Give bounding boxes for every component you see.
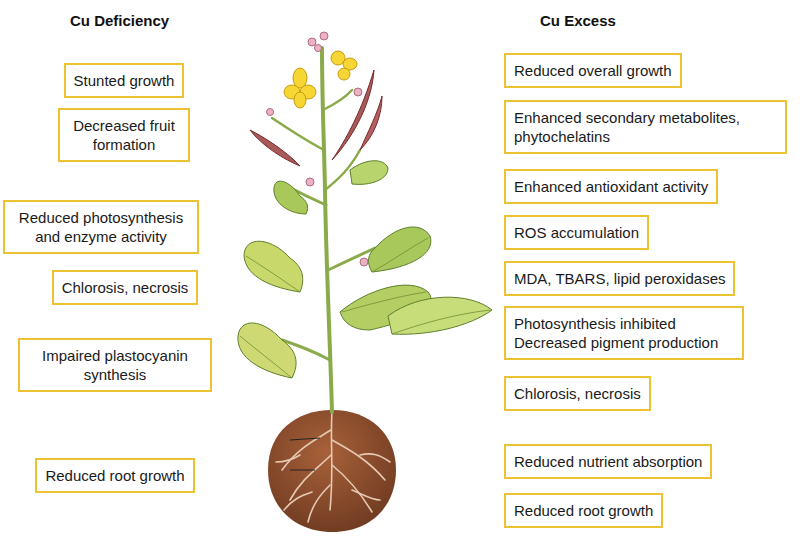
effect-text: MDA, TBARS, lipid peroxidases bbox=[514, 269, 725, 288]
flowers bbox=[284, 51, 357, 108]
effect-text: Reduced root growth bbox=[45, 466, 184, 485]
effect-text: Photosynthesis inhibited Decreased pigme… bbox=[514, 314, 734, 352]
effect-text: Enhanced secondary metabolites, phytoche… bbox=[514, 108, 777, 146]
effect-text: Decreased fruit formation bbox=[68, 116, 180, 154]
effect-text: Enhanced antioxidant activity bbox=[514, 177, 708, 196]
effect-text: Chlorosis, necrosis bbox=[62, 278, 189, 297]
effect-box: Chlorosis, necrosis bbox=[52, 270, 199, 305]
effect-text: Stunted growth bbox=[74, 71, 175, 90]
leaves bbox=[238, 161, 492, 378]
effect-text: Reduced overall growth bbox=[514, 61, 672, 80]
effect-box: Chlorosis, necrosis bbox=[504, 376, 651, 411]
effect-text: Reduced photosynthesis and enzyme activi… bbox=[13, 208, 189, 246]
effect-box: Enhanced antioxidant activity bbox=[504, 169, 718, 204]
effect-box: Reduced nutrient absorption bbox=[504, 444, 712, 479]
seed-pods bbox=[250, 70, 382, 166]
soil-mound bbox=[268, 410, 396, 532]
root-mark bbox=[290, 438, 320, 470]
effect-box: Impaired plastocyanin synthesis bbox=[18, 338, 212, 392]
effect-box: Decreased fruit formation bbox=[58, 108, 190, 162]
effect-box: Enhanced secondary metabolites, phytoche… bbox=[504, 100, 787, 154]
roots bbox=[276, 412, 390, 522]
effect-text: Reduced root growth bbox=[514, 501, 653, 520]
effect-box: Reduced overall growth bbox=[504, 53, 682, 88]
effect-text: Chlorosis, necrosis bbox=[514, 384, 641, 403]
effect-box: Reduced root growth bbox=[35, 458, 194, 493]
effect-text: ROS accumulation bbox=[514, 223, 639, 242]
effect-box: Stunted growth bbox=[64, 63, 185, 98]
effect-box: Photosynthesis inhibited Decreased pigme… bbox=[504, 306, 744, 360]
column-heading: Cu Excess bbox=[540, 12, 616, 29]
effect-box: Reduced root growth bbox=[504, 493, 663, 528]
flower-buds bbox=[267, 32, 369, 266]
effect-text: Reduced nutrient absorption bbox=[514, 452, 702, 471]
leaf-veins bbox=[240, 238, 490, 378]
column-heading: Cu Deficiency bbox=[70, 12, 169, 29]
effect-box: MDA, TBARS, lipid peroxidases bbox=[504, 261, 735, 296]
effect-box: Reduced photosynthesis and enzyme activi… bbox=[3, 200, 199, 254]
effect-box: ROS accumulation bbox=[504, 215, 649, 250]
effect-text: Impaired plastocyanin synthesis bbox=[28, 346, 202, 384]
